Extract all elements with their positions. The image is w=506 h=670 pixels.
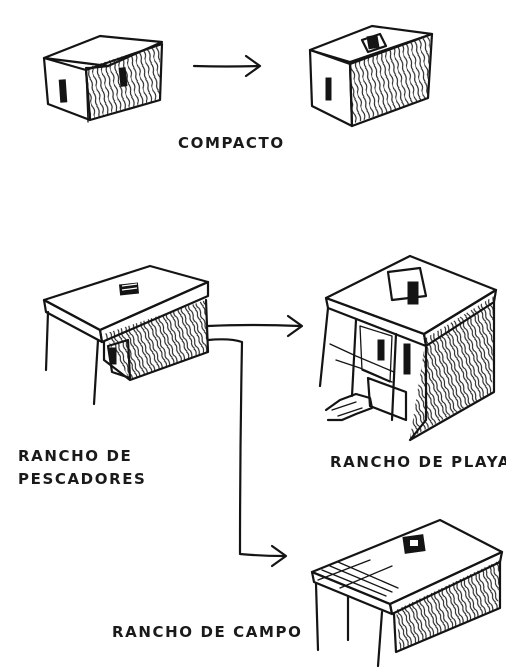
label-rancho-pescadores-line2: PESCADORES (18, 470, 147, 488)
rancho-playa-sketch (318, 254, 498, 442)
arrow-compacto (192, 54, 262, 78)
arrow-to-campo (206, 338, 288, 568)
label-rancho-pescadores-line1: RANCHO DE (18, 447, 133, 465)
compacto-expanded-sketch (308, 24, 434, 128)
rancho-campo-sketch (310, 518, 504, 668)
label-compacto: COMPACTO (178, 134, 285, 152)
label-rancho-campo: RANCHO DE CAMPO (112, 623, 303, 641)
compacto-box-sketch (42, 34, 164, 123)
rancho-pescadores-sketch (42, 264, 210, 406)
label-rancho-playa: RANCHO DE PLAYA (330, 453, 506, 471)
arrow-to-playa (206, 314, 304, 338)
